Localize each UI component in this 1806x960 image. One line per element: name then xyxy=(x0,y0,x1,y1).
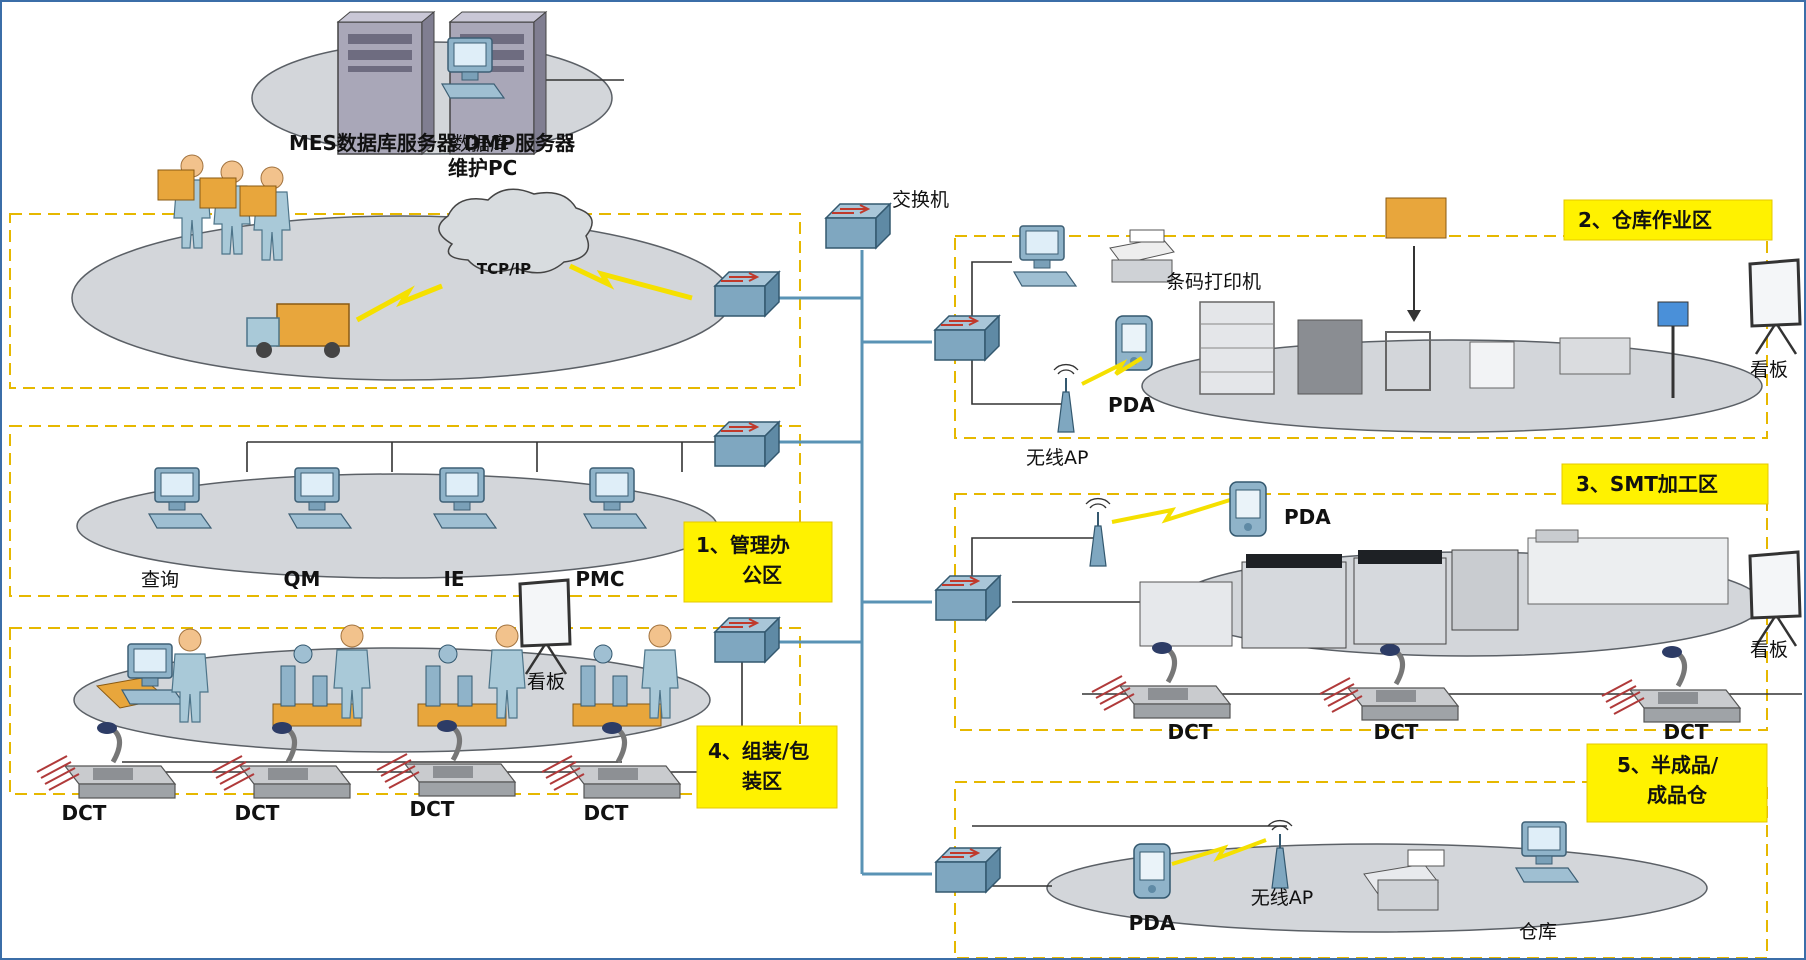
smt-dct-label: DCT xyxy=(1168,720,1213,744)
smt-board-icon xyxy=(1748,550,1802,648)
server-labels: MES数据库服务器 DMP服务器 xyxy=(289,131,576,155)
assembly-station-1 xyxy=(95,628,209,723)
cloud-icon xyxy=(438,188,593,274)
office-pc-label: QM xyxy=(284,567,321,591)
office-pc-label: 查询 xyxy=(141,569,179,591)
zone-label-finished xyxy=(1586,743,1768,823)
assembly-dct-label: DCT xyxy=(584,801,629,825)
office-pc-label: IE xyxy=(443,567,464,591)
zone-label-finished-line2: 成品仓 xyxy=(1647,783,1708,807)
smt-ap-icon xyxy=(1085,497,1111,567)
zone-label-assembly-line1: 4、组装/包 xyxy=(708,739,809,763)
zone-logistics-frame xyxy=(9,213,801,389)
smt-pda-label: PDA xyxy=(1284,505,1331,529)
warehouse-wires xyxy=(971,261,1062,405)
finished-switch-icon xyxy=(935,847,1001,893)
db-pc-label-2: 维护PC xyxy=(448,156,517,180)
smt-dct-label: DCT xyxy=(1374,720,1419,744)
smt-wireless-icon xyxy=(1111,498,1231,524)
workers-icon xyxy=(157,154,291,261)
zone-label-assembly xyxy=(696,725,838,809)
wireless-link-icon xyxy=(355,263,693,323)
zone-label-assembly-line2: 装区 xyxy=(741,769,782,793)
finished-wireless-icon xyxy=(1171,838,1267,866)
warehouse-pda-label: PDA xyxy=(1108,393,1155,417)
cloud-label: TCP/IP xyxy=(477,260,531,278)
assembly-station-2 xyxy=(272,624,371,727)
truck-icon xyxy=(246,303,350,358)
smt-dct-icon xyxy=(1092,642,1230,718)
core-switch-icon xyxy=(825,203,891,249)
zone-label-office-line2: 公区 xyxy=(742,563,782,587)
db-pc-label-1: 数据库 xyxy=(452,133,509,155)
smt-switch-icon xyxy=(935,575,1001,621)
zone-office-frame xyxy=(9,425,801,597)
office-wires xyxy=(246,79,737,472)
barcode-printer-label: 条码打印机 xyxy=(1166,271,1261,293)
finished-ap-label: 无线AP xyxy=(1251,887,1313,909)
warehouse-racks-icon xyxy=(1199,301,1689,398)
assembly-switch-icon xyxy=(714,617,780,663)
warehouse-ap-label: 无线AP xyxy=(1026,447,1088,469)
zone-label-warehouse-text: 2、仓库作业区 xyxy=(1578,208,1712,232)
assembly-station-3 xyxy=(417,624,526,727)
assembly-dct-label: DCT xyxy=(410,797,455,821)
finished-pda-icon xyxy=(1133,843,1171,899)
core-switch-label: 交换机 xyxy=(892,189,949,211)
office-pc-label: PMC xyxy=(575,567,624,591)
assembly-board-label: 看板 xyxy=(527,671,565,693)
logistics-switch-icon xyxy=(714,271,780,317)
zone-label-warehouse xyxy=(1563,199,1773,241)
zone-label-smt-text: 3、SMT加工区 xyxy=(1576,472,1718,496)
assembly-station-4 xyxy=(572,624,679,727)
assembly-dct-label: DCT xyxy=(235,801,280,825)
smt-line-machines xyxy=(1139,529,1729,649)
zone-label-office-line1: 1、管理办 xyxy=(696,533,790,557)
inbound-goods-icon xyxy=(1385,197,1447,322)
zone-label-office xyxy=(683,521,833,603)
zone-label-smt xyxy=(1561,463,1769,505)
zone-assembly-frame xyxy=(9,627,801,795)
warehouse-pc-icon xyxy=(1013,225,1077,287)
warehouse-switch-icon xyxy=(934,315,1000,361)
barcode-printer-icon xyxy=(1109,229,1175,283)
smt-board-label: 看板 xyxy=(1750,639,1788,661)
assembly-dct-label: DCT xyxy=(62,801,107,825)
warehouse-ap-icon xyxy=(1053,363,1079,433)
finished-pda-label: PDA xyxy=(1129,911,1176,935)
warehouse-wireless-icon xyxy=(1081,356,1144,386)
zone-label-finished-line1: 5、半成品/ xyxy=(1617,753,1719,777)
office-switch-icon xyxy=(714,421,780,467)
smt-pda-icon xyxy=(1229,481,1267,537)
smt-dct-icon xyxy=(1602,646,1740,722)
store-label: 仓库 xyxy=(1519,921,1557,943)
trunk-lines xyxy=(772,250,932,876)
smt-dct-label: DCT xyxy=(1664,720,1709,744)
warehouse-board-icon xyxy=(1748,258,1802,356)
warehouse-board-label: 看板 xyxy=(1750,359,1788,381)
fax-machine-icon xyxy=(1363,849,1445,911)
assembly-platform xyxy=(73,647,711,753)
